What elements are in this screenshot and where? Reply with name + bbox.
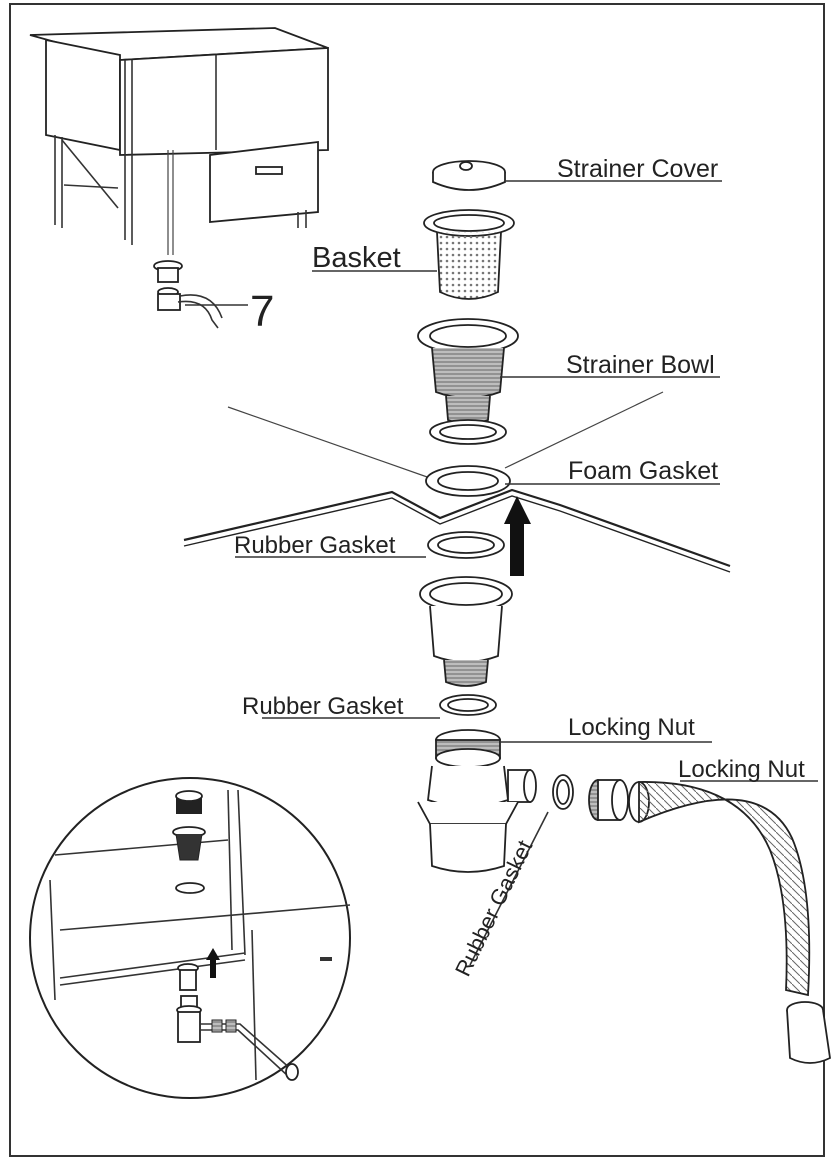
strainer-bowl-part: [417, 318, 519, 445]
rubber-gasket-lower-label: Rubber Gasket: [242, 693, 404, 720]
locking-nut-upper-label: Locking Nut: [568, 714, 695, 741]
locking-nut-right-label: Locking Nut: [678, 756, 805, 783]
rubber-gasket-upper-label: Rubber Gasket: [234, 532, 396, 559]
frame-border: [9, 3, 825, 1157]
basket-label: Basket: [312, 242, 401, 274]
side-locking-nut-part: [588, 779, 629, 821]
foam-gasket-label: Foam Gasket: [568, 457, 718, 485]
strainer-bowl-label: Strainer Bowl: [566, 351, 715, 379]
strainer-cover-part: [432, 160, 506, 191]
basket-part: [423, 209, 515, 300]
step-number-label: 7: [250, 287, 274, 336]
side-gasket-part: [552, 774, 574, 810]
rubber-gasket-upper-part: [427, 531, 505, 559]
drain-body-part: [419, 576, 513, 687]
up-arrow-icon: [504, 496, 531, 576]
inset-detail-view: [29, 777, 351, 1099]
flexible-hose-part: [628, 781, 831, 1064]
strainer-cover-label: Strainer Cover: [557, 155, 718, 183]
rubber-gasket-lower-part: [439, 694, 497, 716]
trap-body-part: [417, 729, 537, 873]
sink-surface-lines: [183, 391, 731, 573]
sink-cabinet-illustration: [29, 27, 329, 329]
foam-gasket-part: [425, 465, 511, 497]
